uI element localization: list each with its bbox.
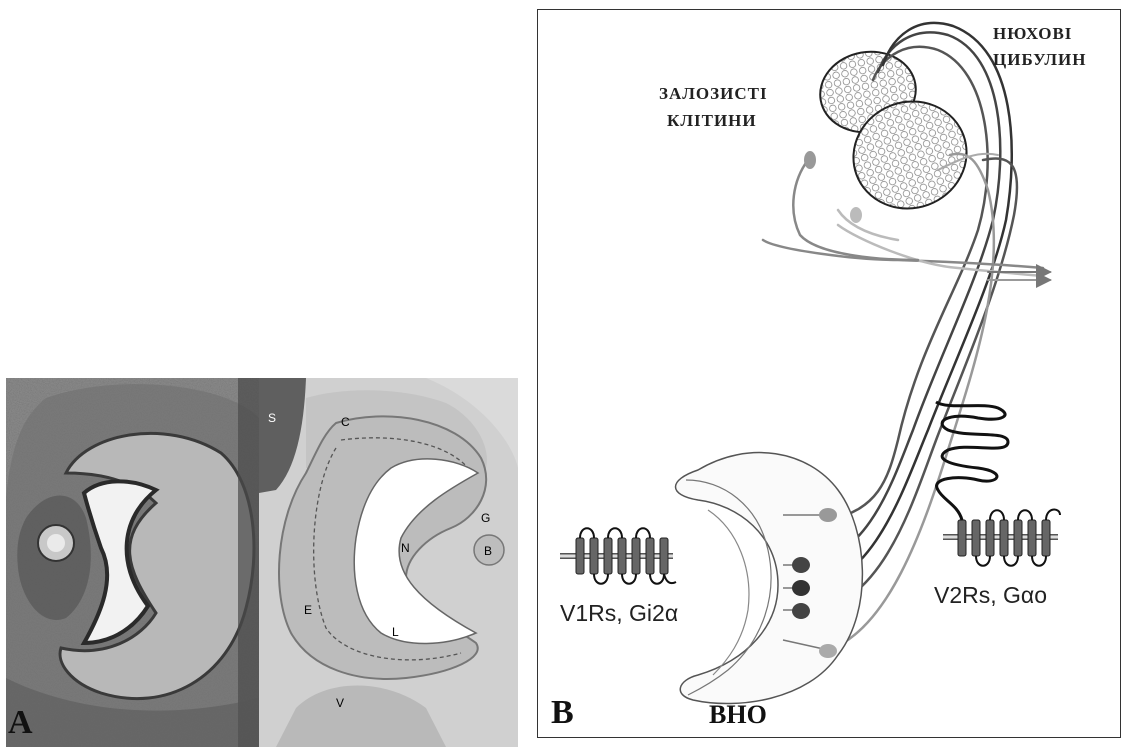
region-label-s: S <box>268 411 276 425</box>
neuron-cell <box>792 580 810 596</box>
region-label-l: L <box>392 625 399 639</box>
glandular-cells-line-2: КЛІТИНИ <box>659 107 768 134</box>
panel-b-figure <box>538 10 1120 737</box>
v1r-label: V1Rs, Gi2α <box>560 600 678 627</box>
glandular-cell-body <box>804 151 816 169</box>
region-label-b: B <box>484 544 492 558</box>
panel-a-figure: S C G B N E L V <box>6 378 518 747</box>
neuron-cell <box>819 644 837 658</box>
panel-a-letter: A <box>8 704 33 742</box>
glandular-cells-label: ЗАЛОЗИСТІ КЛІТИНИ <box>659 80 768 134</box>
olfactory-bulbs-line-2: ЦИБУЛИН <box>993 47 1086 73</box>
region-label-g: G <box>481 511 490 525</box>
neuron-cell <box>792 557 810 573</box>
histology-photo <box>6 378 259 747</box>
panel-b-letter: B <box>551 694 574 732</box>
region-label-c: C <box>341 415 350 429</box>
olfactory-bulbs-line-1: НЮХОВІ <box>993 21 1086 47</box>
neuron-cell <box>792 603 810 619</box>
glandular-cell-body <box>850 207 862 223</box>
schematic <box>259 378 518 747</box>
vno-organ <box>676 453 863 704</box>
glandular-cells-line-1: ЗАЛОЗИСТІ <box>659 80 768 107</box>
region-label-v: V <box>336 696 344 710</box>
v1r-receptor-icon <box>560 528 676 584</box>
region-label-e: E <box>304 603 312 617</box>
olfactory-bulbs-label: НЮХОВІ ЦИБУЛИН <box>993 21 1086 73</box>
panel-b: ЗАЛОЗИСТІ КЛІТИНИ НЮХОВІ ЦИБУЛИН V1Rs, G… <box>537 9 1121 738</box>
vno-label: ВНО <box>709 700 767 730</box>
neuron-cell <box>819 508 837 522</box>
region-label-n: N <box>401 541 410 555</box>
panel-a: S C G B N E L V A <box>6 378 518 747</box>
olfactory-bulbs <box>814 44 982 224</box>
v2r-label: V2Rs, Gαo <box>934 582 1047 609</box>
